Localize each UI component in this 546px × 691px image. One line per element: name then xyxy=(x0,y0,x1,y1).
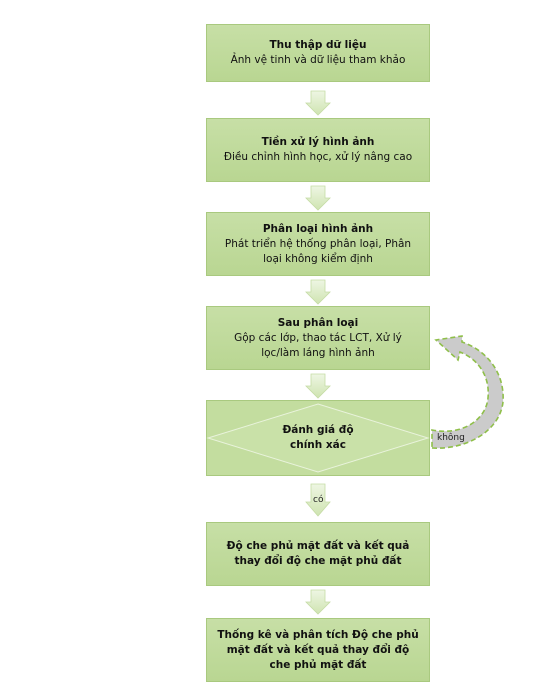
step-desc: Điều chỉnh hình học, xử lý nâng cao xyxy=(223,151,413,163)
decision-line2: chính xác xyxy=(290,439,346,451)
step-desc: Gộp các lớp, thao tác LCT, Xử lý lọc/làm… xyxy=(234,331,402,359)
step-classify: Phân loại hình ảnh Phát triển hệ thống p… xyxy=(206,212,430,276)
decision-accuracy: Đánh giá độ chính xác xyxy=(206,400,430,476)
result-title: Thống kê và phân tích Độ che phủ mặt đất… xyxy=(217,628,419,671)
down-arrow-4 xyxy=(305,373,331,399)
loop-back-arrow xyxy=(431,335,504,449)
result-title: Độ che phủ mặt đất và kết quả thay đổi đ… xyxy=(226,540,410,567)
step-desc: Ảnh vệ tinh và dữ liệu tham khảo xyxy=(230,54,406,66)
no-label: không xyxy=(437,433,465,443)
down-arrow-3 xyxy=(305,279,331,305)
step-title: Thu thập dữ liệu xyxy=(269,39,367,51)
step-title: Tiền xử lý hình ảnh xyxy=(261,136,375,148)
yes-label: có xyxy=(313,495,324,505)
result-land-cover: Độ che phủ mặt đất và kết quả thay đổi đ… xyxy=(206,522,430,586)
step-title: Phân loại hình ảnh xyxy=(262,222,374,235)
step-desc: Phát triển hệ thống phân loại, Phân loại… xyxy=(224,237,412,265)
down-arrow-6 xyxy=(305,589,331,615)
step-collect-data: Thu thập dữ liệu Ảnh vệ tinh và dữ liệu … xyxy=(206,24,430,82)
step-postclassify: Sau phân loại Gộp các lớp, thao tác LCT,… xyxy=(206,306,430,370)
decision-diamond xyxy=(206,400,430,476)
step-preprocess: Tiền xử lý hình ảnh Điều chỉnh hình học,… xyxy=(206,118,430,182)
result-statistics: Thống kê và phân tích Độ che phủ mặt đất… xyxy=(206,618,430,682)
down-arrow-1 xyxy=(305,90,331,116)
decision-line1: Đánh giá độ xyxy=(282,424,354,436)
step-title: Sau phân loại xyxy=(277,316,359,329)
down-arrow-2 xyxy=(305,185,331,211)
decision-text: Đánh giá độ chính xác xyxy=(206,400,430,476)
